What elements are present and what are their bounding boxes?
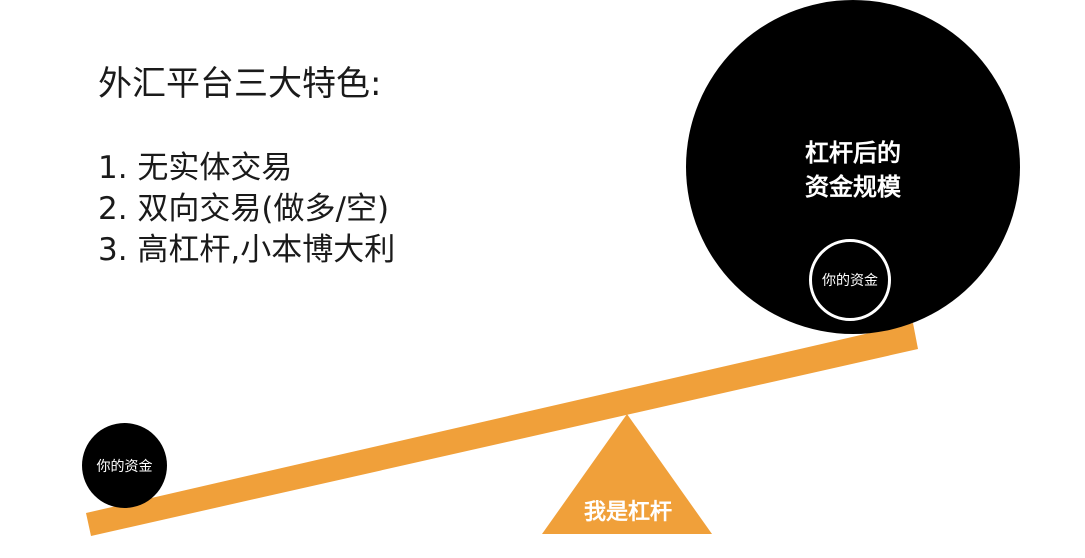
leveraged-capital-label-line2: 资金规模 xyxy=(805,173,901,201)
feature-item: 1. 无实体交易 xyxy=(98,148,395,189)
feature-item: 2. 双向交易(做多/空) xyxy=(98,189,395,230)
fulcrum-triangle xyxy=(542,414,712,534)
feature-item-2: 2. 双向交易(做多/空) xyxy=(98,191,390,227)
seesaw-beam xyxy=(86,323,918,536)
fulcrum-label: 我是杠杆 xyxy=(583,500,672,525)
feature-list: 1. 无实体交易 2. 双向交易(做多/空) 3. 高杠杆,小本博大利 xyxy=(98,148,395,271)
your-capital-inner-circle: 你的资金 xyxy=(809,239,891,321)
leveraged-capital-label: 杠杆后的 资金规模 xyxy=(686,136,1020,204)
feature-item-1: 1. 无实体交易 xyxy=(98,150,293,186)
page-heading: 外汇平台三大特色: xyxy=(98,64,382,104)
your-capital-circle: 你的资金 xyxy=(82,423,167,508)
feature-item-3: 3. 高杠杆,小本博大利 xyxy=(98,232,396,268)
leveraged-capital-circle: 杠杆后的 资金规模 你的资金 xyxy=(686,0,1020,334)
leveraged-capital-label-line1: 杠杆后的 xyxy=(805,139,901,167)
feature-item: 3. 高杠杆,小本博大利 xyxy=(98,230,395,271)
